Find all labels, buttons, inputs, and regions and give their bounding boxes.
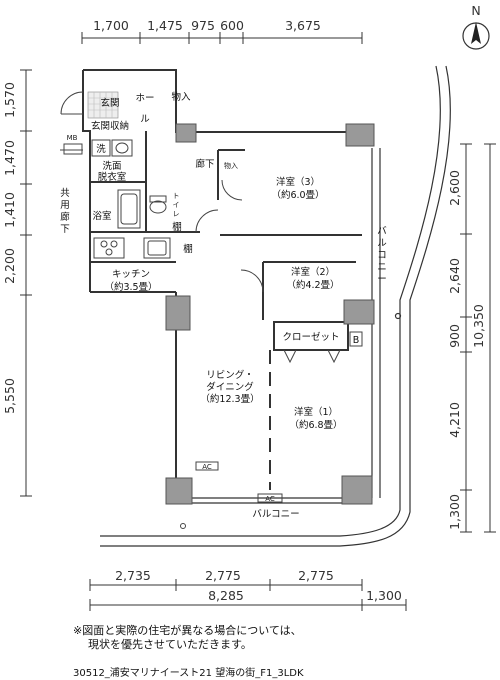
label-bath: 浴室 bbox=[92, 210, 111, 222]
dim-top-2: 1,475 bbox=[147, 18, 183, 33]
label-hall-2: ル bbox=[140, 114, 150, 125]
dim-left-4: 2,200 bbox=[2, 248, 17, 284]
label-corridor: 廊下 bbox=[195, 158, 214, 170]
dim-left-1: 1,570 bbox=[2, 82, 17, 118]
label-common-3: 廊 bbox=[60, 211, 70, 223]
label-common-2: 用 bbox=[60, 200, 70, 211]
label-ac-2: AC bbox=[265, 495, 275, 503]
dim-top-4: 600 bbox=[220, 18, 244, 33]
label-bedroom-3-size: （約6.0畳） bbox=[271, 189, 324, 201]
dim-bottom-1: 2,735 bbox=[115, 568, 151, 583]
label-balcony-v-4: ニ bbox=[377, 262, 387, 273]
fixtures bbox=[60, 91, 363, 529]
label-balcony-v-3: コ bbox=[377, 250, 387, 261]
label-genkan-storage: 玄関収納 bbox=[91, 120, 129, 132]
label-hall-1: ホー bbox=[135, 93, 154, 104]
dim-right-4: 4,210 bbox=[447, 402, 462, 438]
disclaimer-line-1: ※図面と実際の住宅が異なる場合については、 bbox=[73, 624, 302, 637]
dim-bottom-total: 8,285 bbox=[208, 588, 244, 603]
label-closet-b: B bbox=[353, 335, 360, 346]
label-bedroom-2: 洋室（2） bbox=[291, 266, 335, 278]
label-bedroom-2-size: （約4.2畳） bbox=[286, 279, 339, 291]
dim-right-3: 900 bbox=[447, 324, 462, 348]
dim-bottom-3: 2,775 bbox=[298, 568, 334, 583]
dim-top-1: 1,700 bbox=[93, 18, 129, 33]
label-toilet-2: イ bbox=[173, 201, 180, 209]
label-bedroom-1: 洋室（1） bbox=[294, 406, 338, 418]
label-senmen-2: 脱衣室 bbox=[98, 171, 127, 183]
north-compass-icon: N bbox=[462, 3, 490, 50]
structural-columns bbox=[165, 123, 375, 505]
label-senmen-1: 洗面 bbox=[102, 160, 121, 172]
dim-right-2: 2,640 bbox=[447, 258, 462, 294]
dim-right-5: 1,300 bbox=[447, 494, 462, 530]
label-shelf-1: 棚 bbox=[172, 221, 182, 233]
balcony-outline bbox=[100, 65, 451, 547]
dim-bottom-extra: 1,300 bbox=[366, 588, 402, 603]
label-kitchen: キッチン bbox=[112, 269, 150, 280]
label-washer: 洗 bbox=[96, 143, 106, 155]
label-living-1: リビング・ bbox=[206, 369, 254, 381]
label-balcony-v-1: バ bbox=[377, 226, 387, 237]
label-toilet-1: ト bbox=[173, 192, 180, 200]
label-mono-corridor: 物入 bbox=[224, 161, 238, 170]
label-shelf-2: 棚 bbox=[183, 243, 193, 255]
label-mb: MB bbox=[67, 134, 78, 142]
dim-top-5: 3,675 bbox=[285, 18, 321, 33]
plan-footer-id: 30512_浦安マリナイースト21 望海の街_F1_3LDK bbox=[73, 668, 304, 679]
dim-bottom-2: 2,775 bbox=[205, 568, 241, 583]
label-balcony-v-2: ル bbox=[377, 238, 387, 249]
label-bedroom-1-size: （約6.8畳） bbox=[289, 419, 342, 431]
compass-label: N bbox=[471, 3, 480, 18]
label-common-4: 下 bbox=[60, 224, 70, 235]
dim-left-2: 1,470 bbox=[2, 140, 17, 176]
label-living-size: （約12.3畳） bbox=[200, 393, 259, 405]
label-ac-1: AC bbox=[202, 463, 212, 471]
dim-left-5: 5,550 bbox=[2, 378, 17, 414]
genkan-tile-pattern bbox=[87, 91, 119, 119]
label-balcony-h: バルコニー bbox=[252, 509, 299, 520]
label-balcony-v-5: ー bbox=[377, 274, 387, 285]
label-bedroom-3: 洋室（3） bbox=[276, 176, 320, 188]
dim-right-1: 2,600 bbox=[447, 170, 462, 206]
label-common-1: 共 bbox=[60, 188, 70, 199]
label-kitchen-size: （約3.5畳） bbox=[104, 281, 157, 293]
label-mono-hall: 物入 bbox=[171, 91, 191, 103]
dim-right-total: 10,350 bbox=[471, 304, 486, 348]
dim-left-3: 1,410 bbox=[2, 192, 17, 228]
label-closet: クローゼット bbox=[282, 331, 339, 343]
label-genkan: 玄関 bbox=[100, 97, 119, 109]
top-dimension-line bbox=[81, 32, 363, 44]
disclaimer-line-2: 現状を優先させていただきます。 bbox=[88, 638, 252, 651]
bottom-dimension-line bbox=[89, 579, 407, 611]
right-dimension-line bbox=[460, 143, 496, 533]
dim-top-3: 975 bbox=[191, 18, 215, 33]
label-living-2: ダイニング bbox=[206, 381, 254, 393]
left-dimension-line bbox=[20, 69, 32, 497]
label-toilet-3: レ bbox=[173, 210, 180, 218]
